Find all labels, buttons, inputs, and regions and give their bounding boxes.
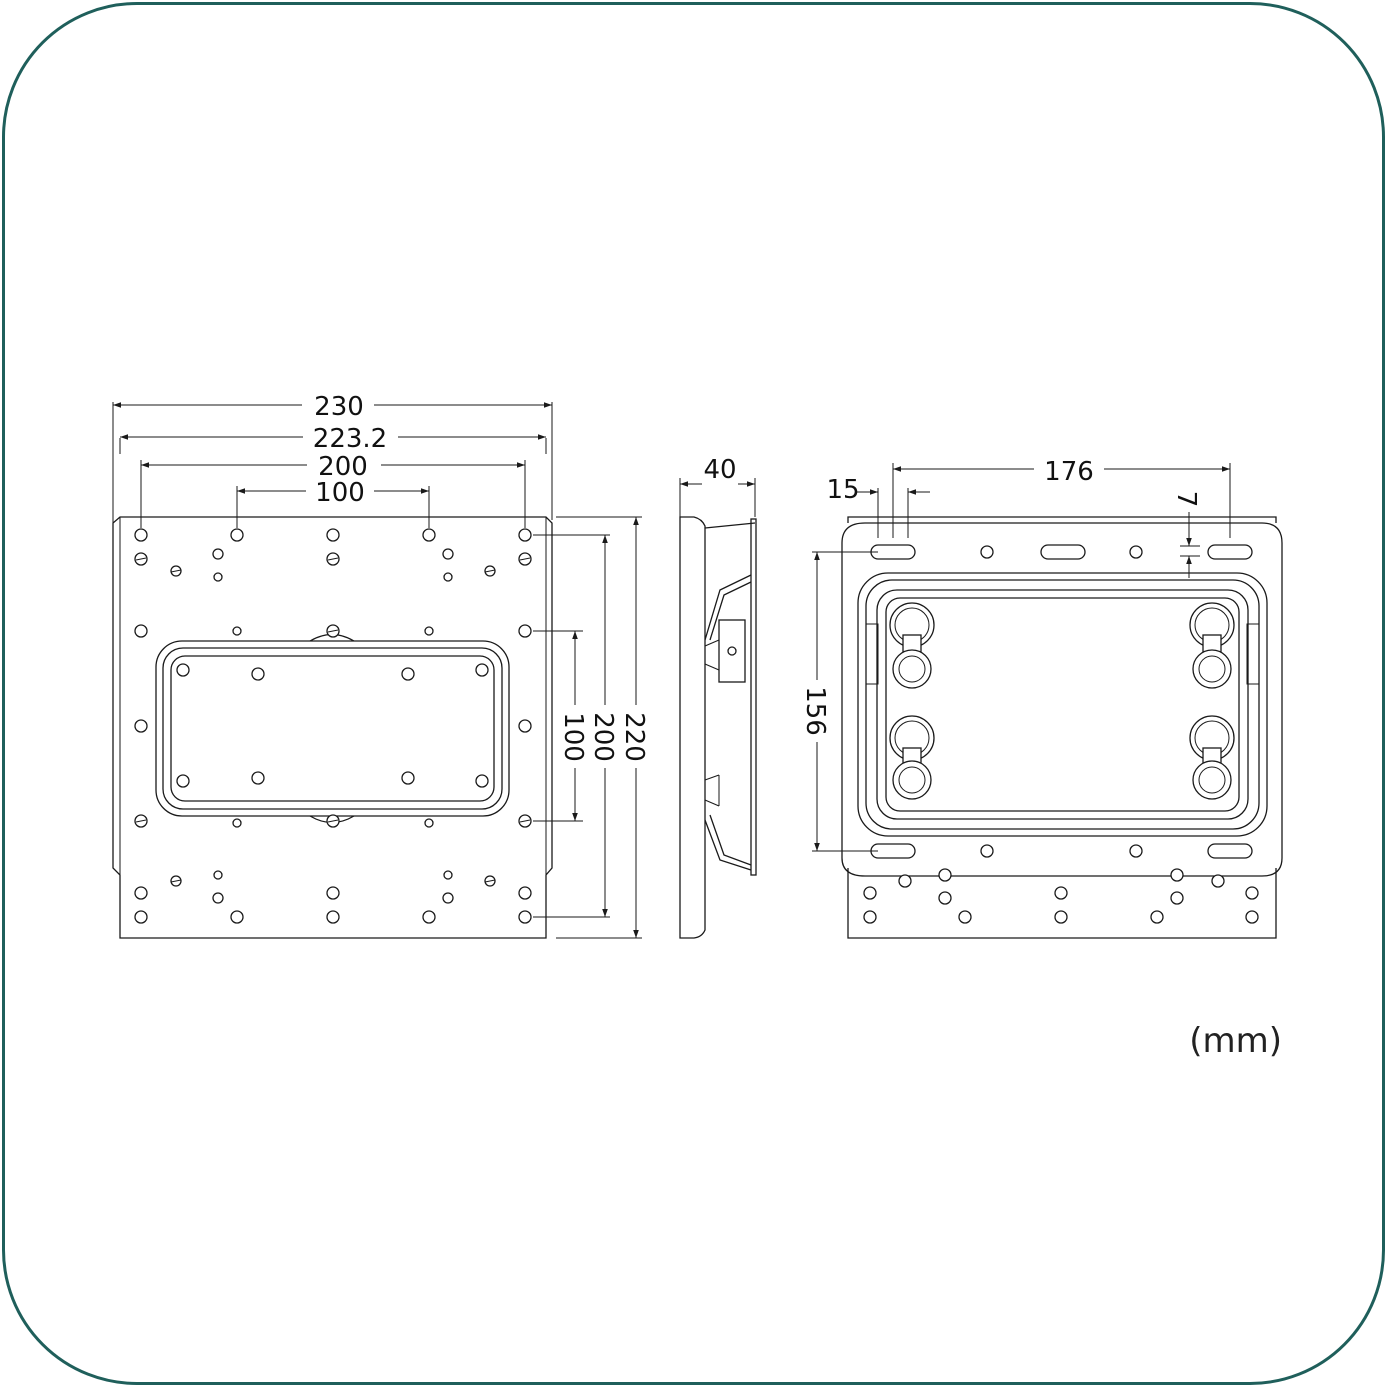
mounting-hole — [1054, 910, 1068, 924]
mounting-hole — [232, 818, 242, 828]
mounting-hole — [213, 572, 223, 582]
mounting-hole — [475, 663, 489, 677]
front-holes — [134, 528, 532, 924]
dim-height-overall: 220 — [619, 712, 649, 762]
mounting-hole — [401, 771, 415, 785]
mounting-hole — [251, 771, 265, 785]
dim-height-holes-narrow: 100 — [558, 712, 588, 762]
mounting-hole — [1129, 545, 1143, 559]
rear-view: 176 15 7 156 — [800, 457, 1283, 939]
mounting-hole — [326, 886, 340, 900]
keyhole-slot — [889, 715, 935, 800]
rear-cup-outer — [857, 572, 1268, 837]
mounting-hole — [518, 624, 532, 638]
dim-slot-spacing: 176 — [1044, 457, 1094, 487]
side-plate — [679, 516, 706, 939]
front-plate-outline — [112, 516, 553, 939]
side-view: 40 — [679, 455, 757, 939]
mounting-hole — [518, 910, 532, 924]
dim-slot-gap: 7 — [1171, 491, 1201, 508]
dim-hole-spacing-wide: 200 — [318, 452, 368, 482]
mounting-hole — [518, 886, 532, 900]
mounting-hole — [980, 844, 994, 858]
mounting-hole — [251, 667, 265, 681]
mounting-hole — [401, 667, 415, 681]
rear-mount-plate — [841, 522, 1283, 877]
mounting-hole — [230, 910, 244, 924]
mounting-hole — [442, 892, 454, 904]
mounting-hole — [422, 528, 436, 542]
mounting-hole — [938, 891, 952, 905]
mounting-hole — [958, 910, 972, 924]
mounting-hole — [212, 892, 224, 904]
mounting-hole — [518, 528, 532, 542]
mounting-hole — [442, 548, 454, 560]
mounting-hole — [938, 868, 952, 882]
mounting-hole — [134, 624, 148, 638]
mounting-hole — [212, 548, 224, 560]
mounting-hole — [1245, 886, 1259, 900]
mounting-hole — [232, 626, 242, 636]
mounting-hole — [1170, 891, 1184, 905]
mounting-hole — [475, 774, 489, 788]
mounting-hole — [326, 910, 340, 924]
side-mount-flange — [750, 518, 757, 876]
mounting-hole — [1129, 844, 1143, 858]
mounting-hole — [424, 626, 434, 636]
mounting-slot — [1207, 843, 1253, 859]
mounting-hole — [134, 528, 148, 542]
mounting-hole — [134, 910, 148, 924]
rear-holes — [863, 544, 1259, 924]
mounting-hole — [898, 874, 912, 888]
units-label: (mm) — [1189, 1021, 1282, 1061]
mounting-slot — [1207, 544, 1253, 560]
front-center-panel-inner — [170, 655, 495, 802]
dim-hole-spacing-narrow: 100 — [315, 478, 365, 508]
keyhole-slot — [1189, 715, 1235, 800]
mounting-hole — [1150, 910, 1164, 924]
dim-depth: 40 — [703, 455, 736, 485]
mounting-hole — [213, 870, 223, 880]
mounting-hole — [134, 719, 148, 733]
mounting-hole — [980, 545, 994, 559]
dim-slot-vertical-spacing: 156 — [800, 686, 830, 736]
mounting-hole — [134, 886, 148, 900]
mounting-hole — [1245, 910, 1259, 924]
rear-cup-inner — [885, 597, 1240, 812]
mounting-hole — [863, 910, 877, 924]
rear-lower-plate — [847, 868, 1277, 939]
front-view: 230 223.2 200 100 220 200 100 — [112, 392, 649, 939]
dim-width-overall: 230 — [314, 392, 364, 422]
mounting-hole — [863, 886, 877, 900]
mounting-hole — [230, 528, 244, 542]
side-bracket — [718, 619, 746, 683]
dim-height-holes-wide: 200 — [588, 712, 618, 762]
mounting-hole — [1170, 868, 1184, 882]
dim-edge-offset: 15 — [826, 475, 859, 505]
mounting-hole — [176, 774, 190, 788]
rear-keyholes — [889, 602, 1235, 800]
mounting-hole — [1211, 874, 1225, 888]
mounting-hole — [176, 663, 190, 677]
keyhole-slot — [1189, 602, 1235, 689]
keyhole-slot — [889, 602, 935, 689]
mounting-hole — [518, 719, 532, 733]
mounting-slot — [1040, 544, 1086, 560]
dim-width-flange: 223.2 — [313, 424, 387, 454]
mounting-hole — [326, 528, 340, 542]
mounting-hole — [1054, 886, 1068, 900]
mounting-hole — [443, 870, 453, 880]
front-center-panel-outer — [155, 640, 510, 817]
mounting-hole — [422, 910, 436, 924]
mounting-hole — [443, 572, 453, 582]
mounting-hole — [424, 818, 434, 828]
